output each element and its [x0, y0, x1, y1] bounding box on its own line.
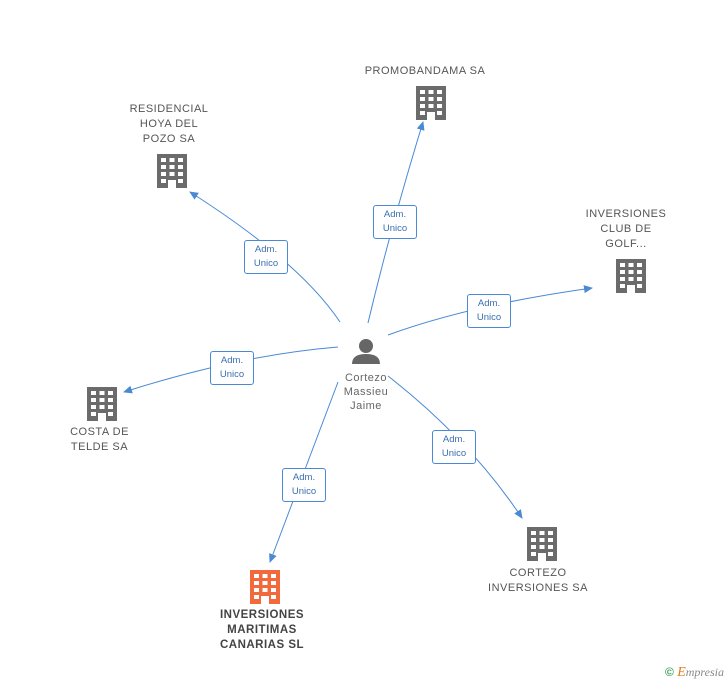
building-icon[interactable]	[527, 527, 557, 561]
edge-label-costa-telde[interactable]: Adm. Unico	[210, 351, 254, 385]
brand-logo-text: mpresia	[685, 665, 724, 679]
company-label-cortezo-inv[interactable]: CORTEZO INVERSIONES SA	[488, 567, 588, 594]
edge-label-maritimas[interactable]: Adm. Unico	[282, 468, 326, 502]
edge-label-inversiones-club[interactable]: Adm. Unico	[467, 294, 511, 328]
company-label-maritimas[interactable]: INVERSIONES MARITIMAS CANARIAS SL	[219, 609, 305, 651]
company-label-promobandama[interactable]: PROMOBANDAMA SA	[364, 65, 486, 77]
person-icon[interactable]	[352, 339, 380, 364]
building-icon[interactable]	[416, 86, 446, 120]
building-icon-highlight[interactable]	[250, 570, 280, 604]
edges	[123, 121, 593, 563]
footer-brand: © Empresia	[665, 665, 724, 681]
building-icon[interactable]	[87, 387, 117, 421]
brand-logo-e: E	[677, 665, 686, 680]
edge-label-residencial[interactable]: Adm. Unico	[244, 240, 288, 274]
company-label-inversiones-club[interactable]: INVERSIONES CLUB DE GOLF...	[585, 208, 667, 250]
center-person-name[interactable]: Cortezo Massieu Jaime	[343, 372, 389, 412]
building-icon[interactable]	[616, 259, 646, 293]
company-label-costa-telde[interactable]: COSTA DE TELDE SA	[70, 426, 129, 453]
building-icon[interactable]	[157, 154, 187, 188]
edge-label-promobandama[interactable]: Adm. Unico	[373, 205, 417, 239]
edge-label-cortezo-inv[interactable]: Adm. Unico	[432, 430, 476, 464]
company-label-residencial[interactable]: RESIDENCIAL HOYA DEL POZO SA	[129, 103, 209, 145]
copyright-icon: ©	[665, 665, 674, 679]
